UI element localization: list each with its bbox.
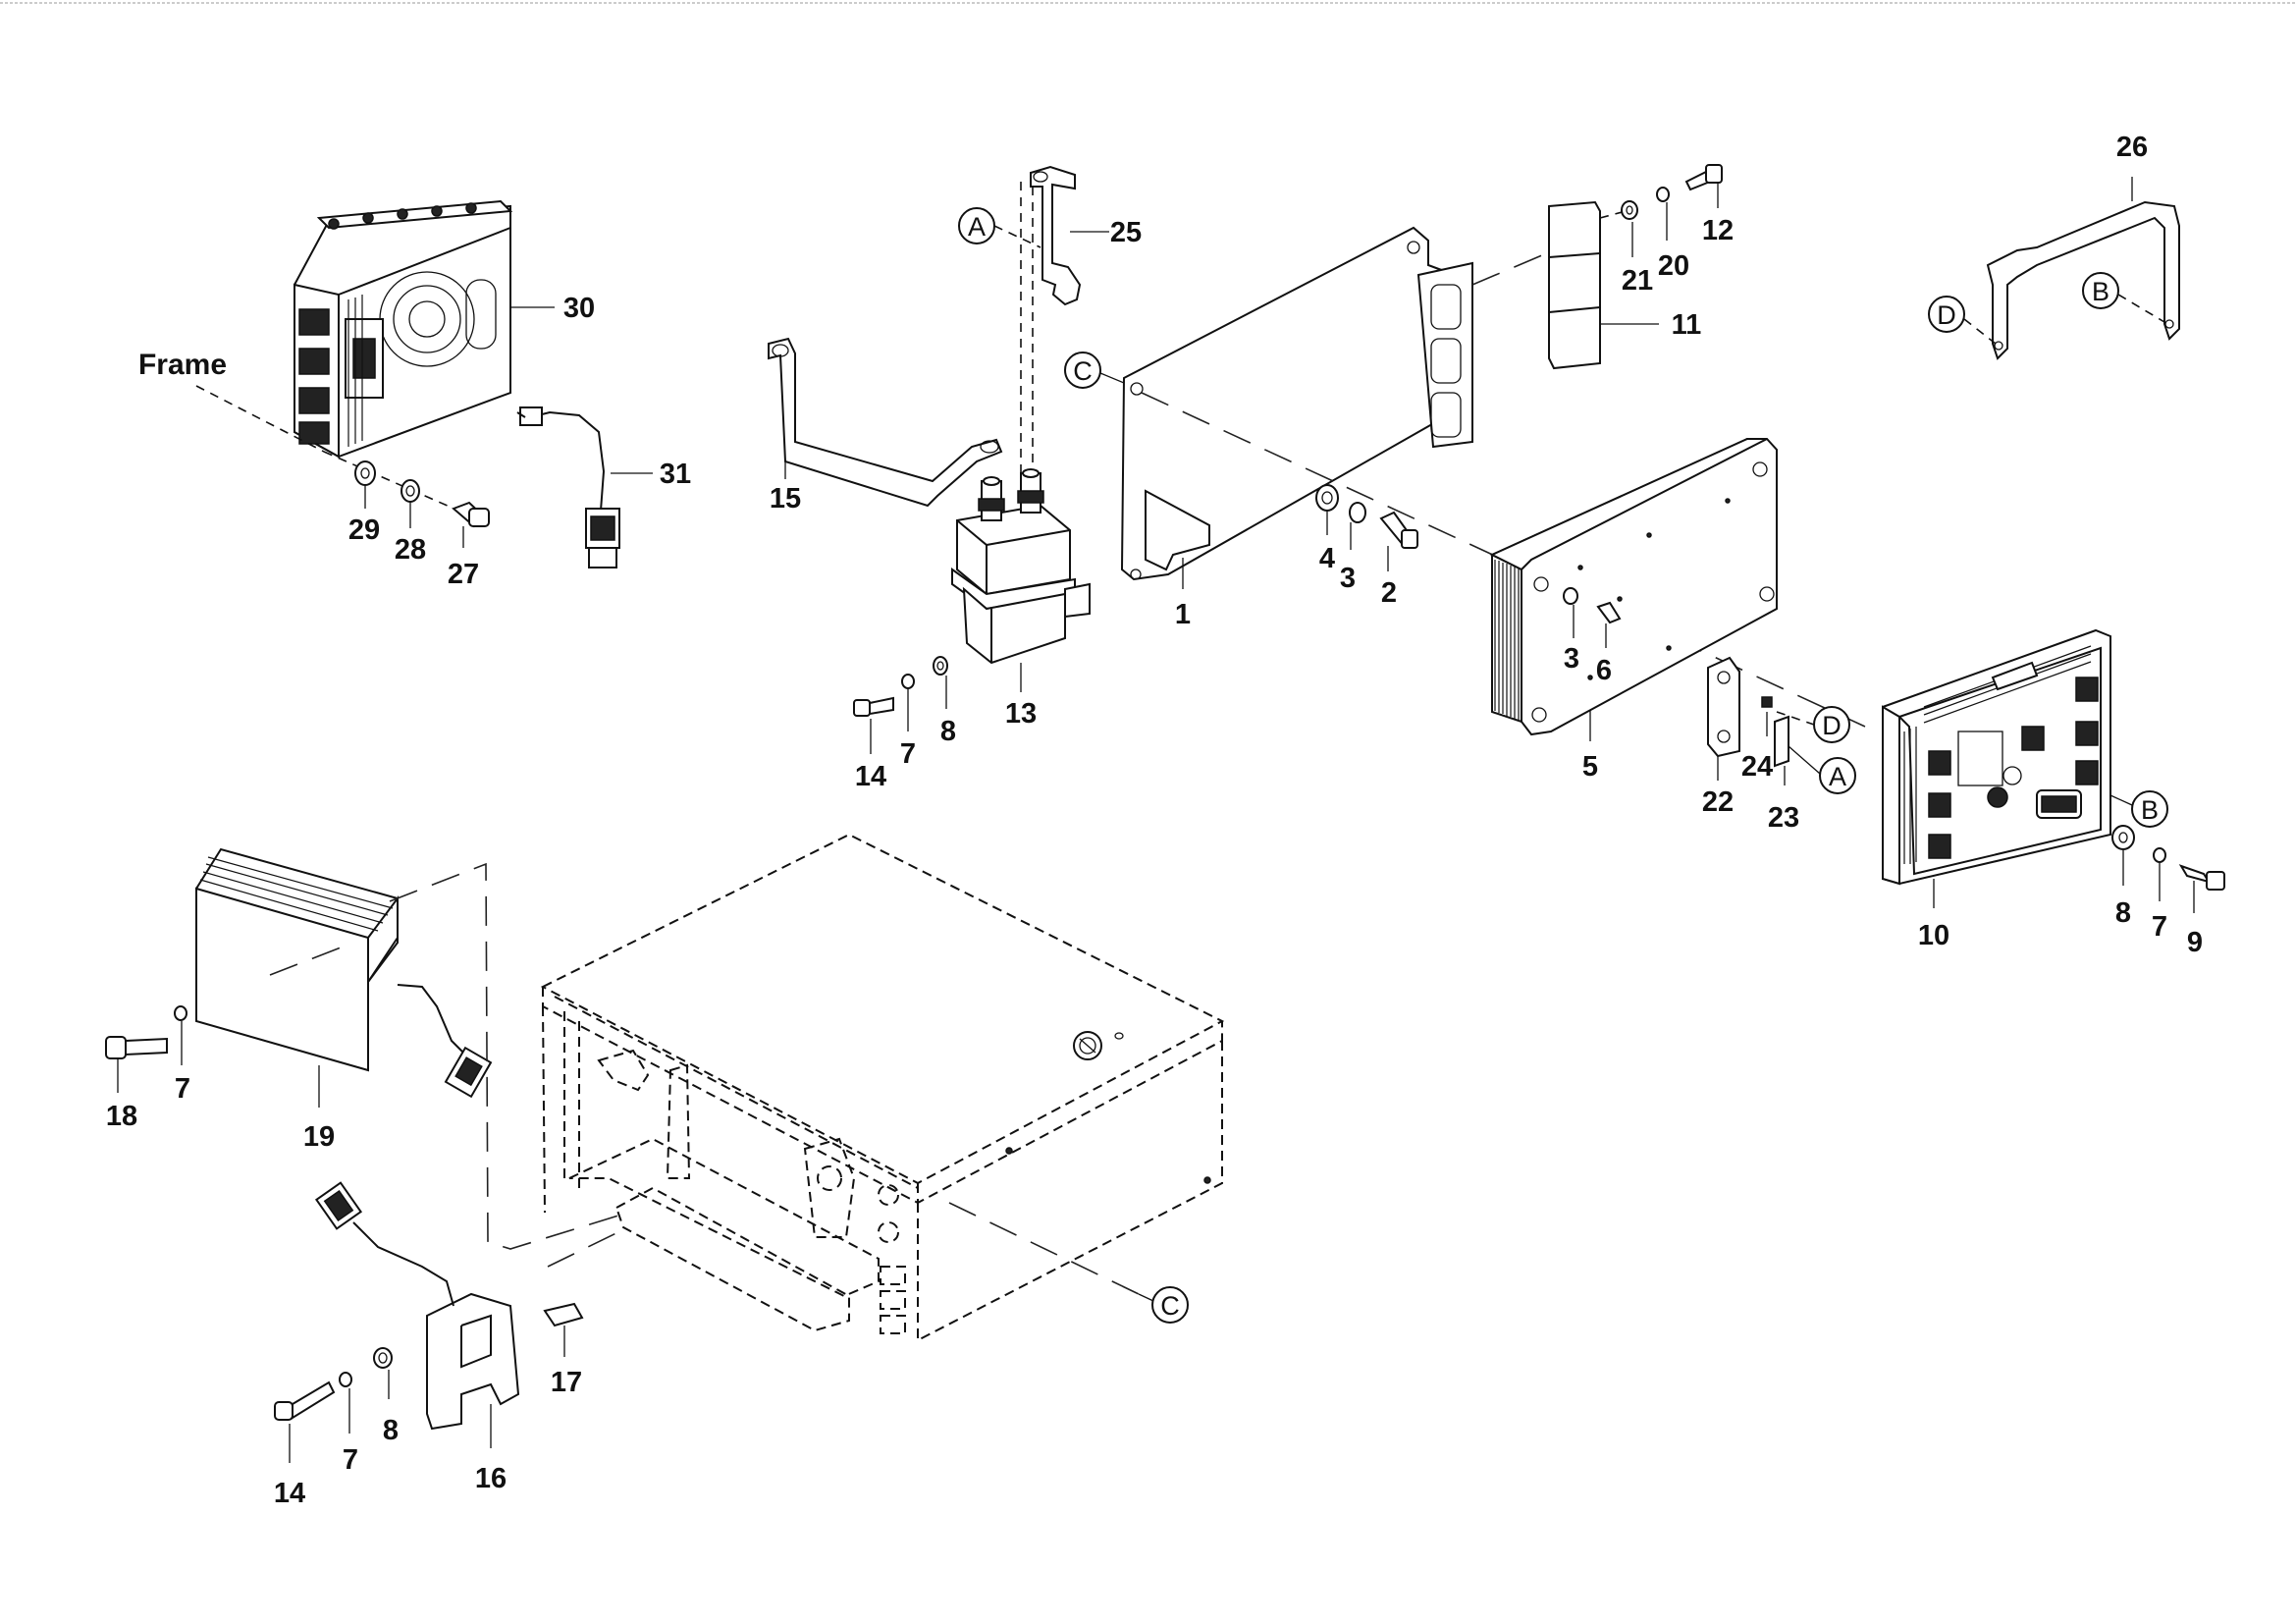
callout-7-right: 7 xyxy=(2152,911,2167,943)
callout-31: 31 xyxy=(660,459,691,490)
callout-2: 2 xyxy=(1381,577,1397,609)
callout-7-bottom: 7 xyxy=(343,1444,358,1476)
callout-9: 9 xyxy=(2187,927,2203,958)
fuse-block-11 xyxy=(1548,200,1601,370)
callout-12: 12 xyxy=(1702,215,1734,246)
callout-27: 27 xyxy=(448,559,479,590)
callout-3-mid: 3 xyxy=(1564,643,1579,675)
ref-d-top: D xyxy=(1937,300,1956,330)
callout-29: 29 xyxy=(348,514,380,546)
fuse-holder-22 xyxy=(1707,656,1789,768)
ref-a-top: A xyxy=(968,212,986,242)
bracket-25 xyxy=(1030,165,1082,306)
callout-3-top: 3 xyxy=(1340,563,1356,594)
callout-23: 23 xyxy=(1768,802,1799,834)
callout-4: 4 xyxy=(1319,543,1335,574)
callout-10: 10 xyxy=(1918,920,1949,951)
bar-15 xyxy=(768,337,1003,508)
cable-31 xyxy=(516,406,620,568)
frame-label: Frame xyxy=(138,349,227,381)
charger-unit-30 xyxy=(294,199,513,459)
controller-10 xyxy=(1882,628,2111,886)
callout-1: 1 xyxy=(1175,599,1191,630)
callout-11: 11 xyxy=(1672,309,1702,341)
callout-8-bottom: 8 xyxy=(383,1415,399,1446)
callout-30: 30 xyxy=(563,293,595,324)
frame-housing xyxy=(540,833,1225,1341)
callout-6: 6 xyxy=(1596,655,1612,686)
callout-21: 21 xyxy=(1622,265,1653,297)
callout-8-right: 8 xyxy=(2115,897,2131,929)
ref-d-mid: D xyxy=(1822,711,1842,740)
mounting-plate-1 xyxy=(1120,226,1473,581)
ref-b-mid: B xyxy=(2141,795,2159,825)
callout-5: 5 xyxy=(1582,751,1598,783)
callout-24: 24 xyxy=(1741,751,1773,783)
callout-19: 19 xyxy=(303,1121,335,1153)
callout-15: 15 xyxy=(770,483,801,514)
ref-c-top: C xyxy=(1073,356,1093,386)
callout-13: 13 xyxy=(1005,698,1037,730)
ref-c-bottom: C xyxy=(1160,1291,1180,1321)
callout-20: 20 xyxy=(1658,250,1689,282)
ref-a-mid: A xyxy=(1829,762,1846,791)
bracket-16 xyxy=(314,1181,520,1431)
screw-14-top xyxy=(853,656,948,717)
callout-22: 22 xyxy=(1702,786,1734,818)
u-bracket-26 xyxy=(1986,200,2180,360)
callout-14-top: 14 xyxy=(855,761,886,792)
callout-7-top: 7 xyxy=(900,738,916,770)
callout-14-bottom: 14 xyxy=(274,1478,305,1509)
heatsink-5 xyxy=(1489,438,1778,736)
module-19 xyxy=(195,847,493,1099)
callout-26: 26 xyxy=(2116,132,2148,163)
callout-18: 18 xyxy=(106,1101,137,1132)
callout-16: 16 xyxy=(475,1463,507,1494)
ref-b-top: B xyxy=(2092,277,2109,306)
callout-8-top: 8 xyxy=(940,716,956,747)
callout-17: 17 xyxy=(551,1367,582,1398)
contactor-13 xyxy=(951,468,1091,665)
callout-28: 28 xyxy=(395,534,426,566)
callout-25: 25 xyxy=(1110,217,1142,248)
callout-7-left: 7 xyxy=(175,1073,190,1105)
